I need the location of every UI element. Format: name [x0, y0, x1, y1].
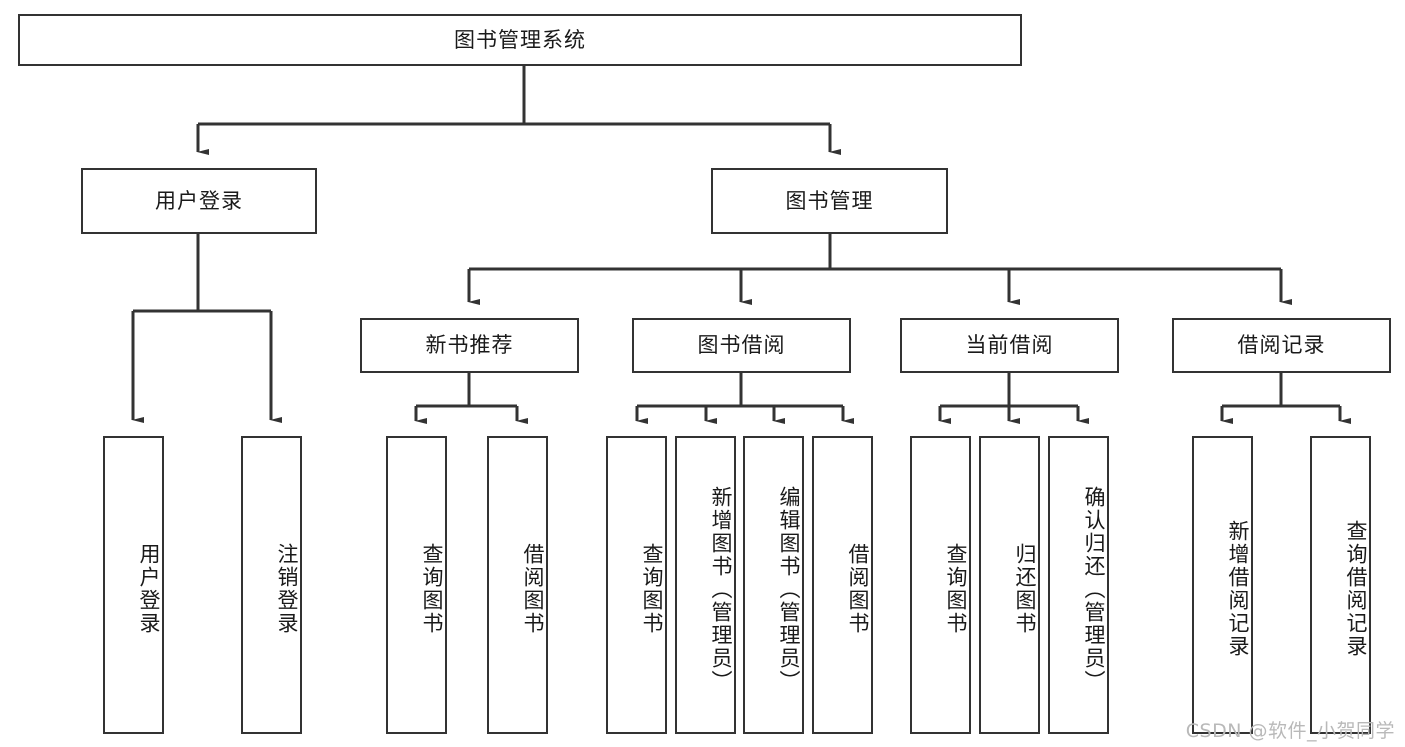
leaf-query-book-1-label: 查询图书	[420, 543, 444, 635]
leaf-user-login-label: 用户登录	[137, 543, 161, 635]
leaf-query-record-label: 查询借阅记录	[1344, 520, 1368, 658]
node-book-borrow-label: 图书借阅	[697, 333, 786, 358]
leaf-edit-book[interactable]: 编辑图书（管理员）	[743, 436, 804, 734]
node-current-borrow[interactable]: 当前借阅	[900, 318, 1119, 373]
node-user-login-label: 用户登录	[155, 188, 243, 213]
leaf-return-book-label: 归还图书	[1013, 543, 1037, 635]
leaf-logout[interactable]: 注销登录	[241, 436, 302, 734]
leaf-return-book[interactable]: 归还图书	[979, 436, 1040, 734]
leaf-borrow-book-1[interactable]: 借阅图书	[487, 436, 548, 734]
node-current-borrow-label: 当前借阅	[965, 333, 1054, 358]
leaf-borrow-book-2-label: 借阅图书	[846, 543, 870, 635]
leaf-query-book-2-label: 查询图书	[640, 543, 664, 635]
leaf-confirm-return[interactable]: 确认归还（管理员）	[1048, 436, 1109, 734]
node-root[interactable]: 图书管理系统	[18, 14, 1022, 66]
leaf-add-book-label: 新增图书（管理员）	[709, 485, 733, 693]
leaf-query-book-2[interactable]: 查询图书	[606, 436, 667, 734]
node-book-borrow[interactable]: 图书借阅	[632, 318, 851, 373]
leaf-add-book[interactable]: 新增图书（管理员）	[675, 436, 736, 734]
leaf-query-book-3-label: 查询图书	[944, 543, 968, 635]
leaf-confirm-return-label: 确认归还（管理员）	[1082, 485, 1106, 693]
node-root-label: 图书管理系统	[454, 27, 586, 52]
leaf-logout-label: 注销登录	[275, 543, 299, 635]
node-user-login[interactable]: 用户登录	[81, 168, 317, 234]
leaf-query-book-1[interactable]: 查询图书	[386, 436, 447, 734]
watermark: CSDN @软件_小贺同学	[1185, 720, 1395, 742]
leaf-edit-book-label: 编辑图书（管理员）	[777, 485, 801, 693]
leaf-user-login[interactable]: 用户登录	[103, 436, 164, 734]
node-borrow-record-label: 借阅记录	[1237, 333, 1326, 358]
node-new-book-recommend-label: 新书推荐	[425, 333, 514, 358]
leaf-query-book-3[interactable]: 查询图书	[910, 436, 971, 734]
node-borrow-record[interactable]: 借阅记录	[1172, 318, 1391, 373]
leaf-query-record[interactable]: 查询借阅记录	[1310, 436, 1371, 734]
leaf-add-record[interactable]: 新增借阅记录	[1192, 436, 1253, 734]
node-book-management[interactable]: 图书管理	[711, 168, 948, 234]
leaf-add-record-label: 新增借阅记录	[1226, 520, 1250, 658]
node-book-management-label: 图书管理	[785, 188, 874, 213]
node-new-book-recommend[interactable]: 新书推荐	[360, 318, 579, 373]
leaf-borrow-book-1-label: 借阅图书	[521, 543, 545, 635]
leaf-borrow-book-2[interactable]: 借阅图书	[812, 436, 873, 734]
